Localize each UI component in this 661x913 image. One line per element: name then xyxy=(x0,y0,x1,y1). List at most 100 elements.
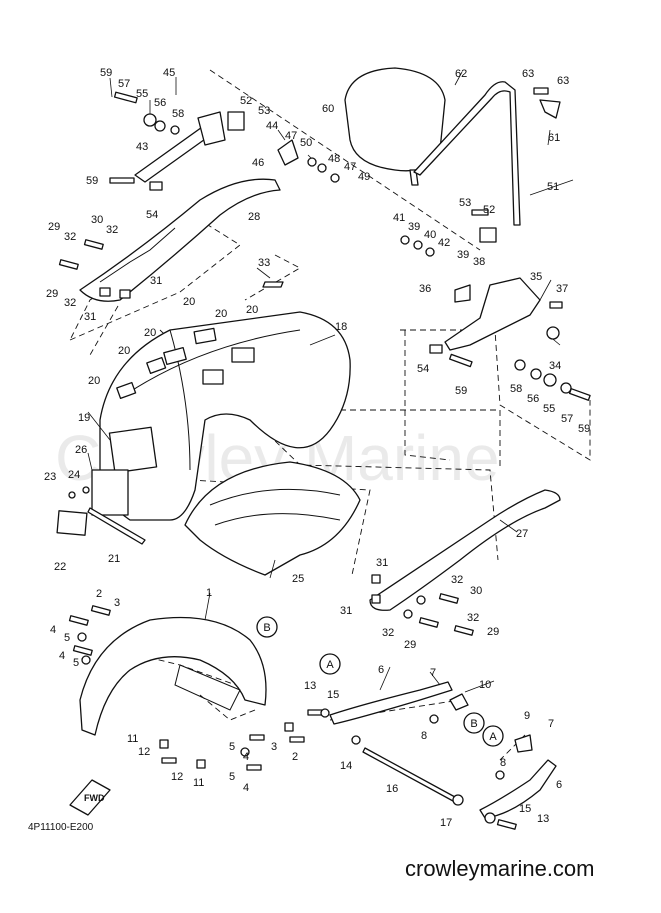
label-3: 3 xyxy=(114,597,120,609)
label-52: 52 xyxy=(483,204,495,216)
label-31: 31 xyxy=(84,311,96,323)
label-59: 59 xyxy=(455,385,467,397)
label-46: 46 xyxy=(252,157,264,169)
label-61: 61 xyxy=(548,132,560,144)
fwd-label: FWD xyxy=(84,793,105,803)
sissy-bar-upright xyxy=(409,81,521,226)
website-footer[interactable]: crowleymarine.com xyxy=(405,856,595,881)
label-20: 20 xyxy=(88,375,100,387)
label-20: 20 xyxy=(183,296,195,308)
label-40: 40 xyxy=(424,229,436,241)
label-52: 52 xyxy=(240,95,252,107)
label-5: 5 xyxy=(73,657,79,669)
callout-a-lower: A xyxy=(482,725,504,747)
rubber-strip xyxy=(262,281,284,288)
label-60: 60 xyxy=(322,103,334,115)
callout-a-lower-text: A xyxy=(489,731,497,743)
label-8: 8 xyxy=(500,757,506,769)
label-11: 11 xyxy=(127,733,138,745)
license-bracket xyxy=(91,469,129,516)
label-36: 36 xyxy=(419,283,431,295)
label-63: 63 xyxy=(557,75,569,87)
label-59: 59 xyxy=(86,175,98,187)
label-44: 44 xyxy=(266,120,278,132)
fender-patches xyxy=(116,327,255,400)
label-53: 53 xyxy=(258,105,270,117)
label-3: 3 xyxy=(271,741,277,753)
label-34: 34 xyxy=(549,360,561,372)
label-13: 13 xyxy=(304,680,316,692)
label-54: 54 xyxy=(417,363,429,375)
label-8: 8 xyxy=(421,730,427,742)
side-rail-left xyxy=(79,178,281,302)
washer-24 xyxy=(82,486,90,494)
tail-light xyxy=(56,510,88,536)
callout-b-lower: B xyxy=(463,712,485,734)
light-rail xyxy=(87,507,146,545)
label-53: 53 xyxy=(459,197,471,209)
label-10: 10 xyxy=(479,679,491,691)
label-20: 20 xyxy=(144,327,156,339)
label-48: 48 xyxy=(328,153,340,165)
label-32: 32 xyxy=(451,574,463,586)
label-5: 5 xyxy=(229,741,235,753)
label-23: 23 xyxy=(44,471,56,483)
backrest-pad xyxy=(344,67,446,172)
label-15: 15 xyxy=(327,689,339,701)
callout-a-upper: A xyxy=(319,653,341,675)
label-1: 1 xyxy=(206,587,212,599)
label-29: 29 xyxy=(46,288,58,300)
label-59: 59 xyxy=(578,423,590,435)
label-39: 39 xyxy=(457,249,469,261)
label-24: 24 xyxy=(68,469,80,481)
label-47: 47 xyxy=(285,130,297,142)
label-29: 29 xyxy=(404,639,416,651)
label-2: 2 xyxy=(292,751,298,763)
label-43: 43 xyxy=(136,141,148,153)
label-20: 20 xyxy=(118,345,130,357)
label-19: 19 xyxy=(78,412,90,424)
label-37: 37 xyxy=(556,283,568,295)
label-32: 32 xyxy=(64,231,76,243)
front-fender xyxy=(79,616,267,736)
part-numbers: 59 57 55 56 58 45 52 53 44 47 50 48 47 4… xyxy=(44,67,590,829)
label-6: 6 xyxy=(378,664,384,676)
label-30: 30 xyxy=(91,214,103,226)
label-15: 15 xyxy=(519,803,531,815)
inner-fender xyxy=(184,461,361,576)
fender-stay-lower xyxy=(479,759,557,819)
label-63: 63 xyxy=(522,68,534,80)
label-32: 32 xyxy=(382,627,394,639)
label-17: 17 xyxy=(440,817,452,829)
label-41: 41 xyxy=(393,212,405,224)
label-42: 42 xyxy=(438,237,450,249)
label-57: 57 xyxy=(118,78,130,90)
label-12: 12 xyxy=(138,746,150,758)
label-58: 58 xyxy=(510,383,522,395)
label-55: 55 xyxy=(136,88,148,100)
label-4: 4 xyxy=(243,782,249,794)
label-57: 57 xyxy=(561,413,573,425)
label-16: 16 xyxy=(386,783,398,795)
side-rail-right xyxy=(369,489,561,611)
label-4: 4 xyxy=(243,751,249,763)
label-13: 13 xyxy=(537,813,549,825)
label-26: 26 xyxy=(75,444,87,456)
label-4: 4 xyxy=(50,624,56,636)
label-9: 9 xyxy=(524,710,530,722)
callout-b-lower-text: B xyxy=(470,718,477,730)
label-47: 47 xyxy=(344,161,356,173)
label-11: 11 xyxy=(193,777,204,789)
label-30: 30 xyxy=(470,585,482,597)
bracket-plate-left xyxy=(197,111,226,146)
label-33: 33 xyxy=(258,257,270,269)
side-bracket-right xyxy=(444,277,541,351)
hardware-bolts xyxy=(58,87,591,830)
label-5: 5 xyxy=(64,632,70,644)
label-12: 12 xyxy=(171,771,183,783)
label-20: 20 xyxy=(246,304,258,316)
label-4: 4 xyxy=(59,650,65,662)
label-29: 29 xyxy=(48,221,60,233)
label-29: 29 xyxy=(487,626,499,638)
